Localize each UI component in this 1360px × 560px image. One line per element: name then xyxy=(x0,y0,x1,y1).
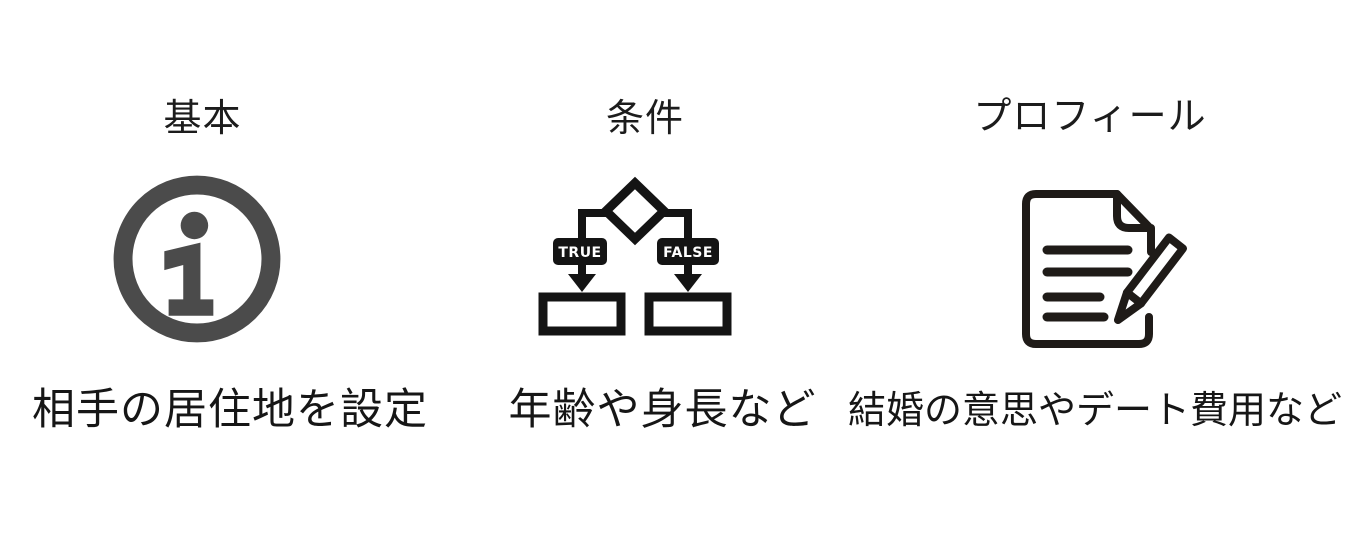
column-caption-profile: 結婚の意思やデート費用など xyxy=(847,390,1342,432)
paper-outline xyxy=(1022,190,1153,348)
column-title-condition: 条件 xyxy=(605,98,684,140)
document-edit-icon xyxy=(1022,190,1187,348)
arrow-down-icon xyxy=(674,274,702,292)
column-title-profile: プロフィール xyxy=(973,96,1207,138)
arrow-down-icon xyxy=(568,274,596,292)
column-caption-basic: 相手の居住地を設定 xyxy=(32,386,428,434)
true-label: TRUE xyxy=(558,245,601,261)
result-box-false xyxy=(644,292,732,336)
true-label-box xyxy=(553,238,607,265)
decision-diamond xyxy=(599,176,671,246)
column-title-basic: 基本 xyxy=(163,98,242,140)
paper-fold-corner xyxy=(1113,190,1155,256)
pencil-tip xyxy=(1114,288,1145,324)
result-box-true xyxy=(538,292,626,336)
info-icon xyxy=(113,175,281,343)
decision-flowchart-icon: TRUE FALSE xyxy=(538,176,732,336)
false-label: FALSE xyxy=(663,245,713,261)
column-caption-condition: 年齢や身長など xyxy=(508,386,817,434)
false-label-box xyxy=(657,238,719,265)
